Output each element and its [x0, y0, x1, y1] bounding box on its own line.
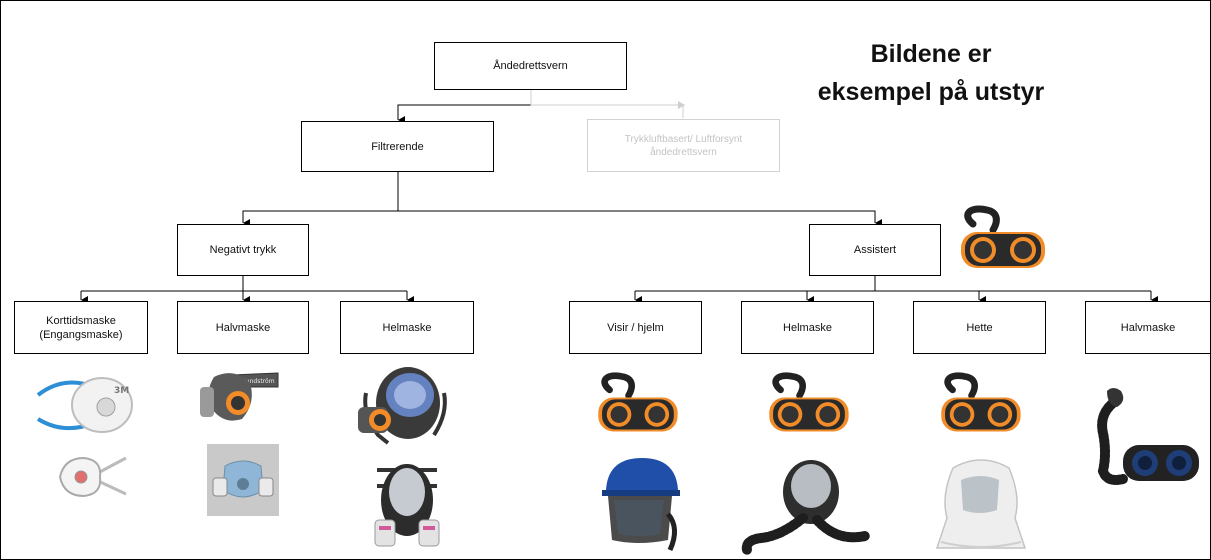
node-visor-helmet: Visir / hjelm	[569, 301, 702, 354]
node-half-mask: Halvmaske	[177, 301, 309, 354]
half-mask-respirator-icon: Sundström	[200, 372, 279, 421]
full-mask-with-hose-icon	[741, 460, 870, 555]
full-face-mask-icon	[374, 464, 440, 547]
powered-unit-icon	[598, 372, 678, 432]
node-assisted-half-mask: Halvmaske	[1085, 301, 1210, 354]
powered-unit-icon	[769, 372, 849, 432]
connector-root-filtering	[397, 89, 532, 124]
node-assisted: Assistert	[809, 224, 941, 276]
svg-text:3M: 3M	[114, 386, 129, 396]
node-disposable-mask: Korttidsmaske (Engangsmaske)	[14, 301, 148, 354]
node-hood: Hette	[913, 301, 1046, 354]
half-mask-respirator-icon	[207, 444, 279, 516]
helmet-visor-icon	[602, 458, 680, 552]
node-filtering: Filtrerende	[301, 121, 494, 172]
svg-text:Sundström: Sundström	[242, 378, 275, 385]
connector-filtering-negative	[242, 171, 399, 227]
node-negative-pressure: Negativt trykk	[177, 224, 309, 276]
node-supplied-air: Trykkluftbasert/ Luftforsynt åndedrettsv…	[587, 119, 780, 172]
disposable-respirator-icon	[58, 456, 127, 498]
caption: Bildene er eksempel på utstyr	[817, 40, 1045, 106]
node-root: Åndedrettsvern	[434, 42, 627, 90]
node-full-mask: Helmaske	[340, 301, 474, 354]
half-mask-with-hose-icon	[1097, 388, 1199, 485]
hood-icon	[935, 459, 1027, 549]
disposable-respirator-icon: 3M	[36, 377, 133, 433]
connector-root-supplied-air	[530, 89, 684, 118]
full-face-mask-icon	[358, 367, 447, 445]
connector-filtering-assisted	[398, 210, 882, 227]
powered-unit-icon	[961, 205, 1045, 268]
powered-unit-icon	[941, 372, 1021, 432]
node-assisted-full-mask: Helmaske	[741, 301, 874, 354]
